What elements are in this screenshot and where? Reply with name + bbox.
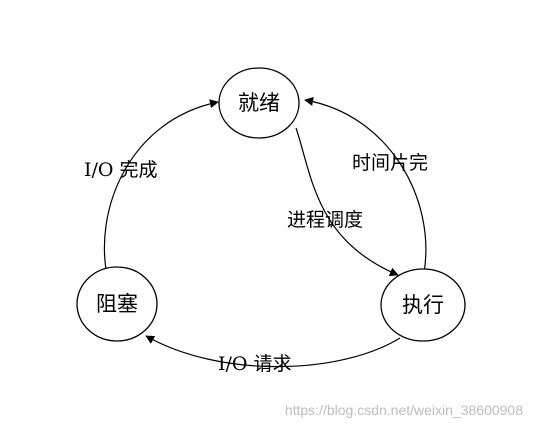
edge-schedule xyxy=(295,127,399,276)
node-ready: 就绪 xyxy=(218,67,300,139)
edge-timeslice xyxy=(304,96,427,274)
node-running: 执行 xyxy=(380,268,466,342)
node-running-label: 执行 xyxy=(402,293,444,317)
node-ready-label: 就绪 xyxy=(238,91,280,115)
node-ready-circle xyxy=(218,67,300,139)
node-running-circle xyxy=(380,268,466,342)
edge-label-timeslice: 时间片完 xyxy=(352,152,428,174)
node-blocked: 阻塞 xyxy=(76,266,158,342)
edge-label-schedule: 进程调度 xyxy=(287,209,363,231)
edge-io-request xyxy=(145,335,401,368)
edge-label-io-complete: I/O 完成 xyxy=(84,159,158,181)
node-blocked-label: 阻塞 xyxy=(96,292,138,316)
edge-io-complete xyxy=(103,99,219,281)
edge-label-io-request: I/O 请求 xyxy=(218,353,292,375)
watermark-text: https://blog.csdn.net/weixin_38600908 xyxy=(285,402,523,418)
node-blocked-circle xyxy=(76,266,158,342)
